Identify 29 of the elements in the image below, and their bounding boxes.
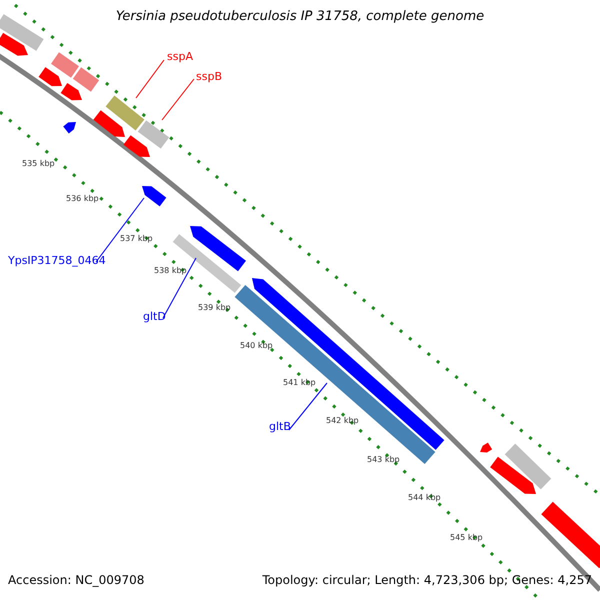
- leader-line: [96, 198, 144, 262]
- leader-line: [288, 382, 328, 430]
- scale-label: 545 kbp: [450, 534, 483, 543]
- scale-label: 538 kbp: [154, 267, 187, 276]
- leader-line: [162, 258, 196, 318]
- gene-name: YpsIP31758_0464: [8, 255, 106, 268]
- scale-label: 536 kbp: [66, 195, 99, 204]
- scale-label: 537 kbp: [120, 235, 153, 244]
- gene-name: gltD: [143, 311, 166, 324]
- scale-label: 535 kbp: [22, 160, 55, 169]
- scale-label: 540 kbp: [240, 342, 273, 351]
- leader-line: [136, 60, 164, 98]
- gene-name: sspB: [196, 71, 222, 84]
- gene-name: sspA: [167, 51, 193, 64]
- scale-label: 541 kbp: [283, 379, 316, 388]
- scale-label: 542 kbp: [326, 417, 359, 426]
- gene-name: gltB: [269, 421, 291, 434]
- gene-feature: [142, 186, 166, 206]
- title: Yersinia pseudotuberculosis IP 31758, complete genome: [114, 10, 486, 24]
- gene-feature: [138, 120, 170, 149]
- scale-label: 539 kbp: [198, 304, 231, 313]
- gene-feature: [172, 234, 242, 293]
- scale-label: 544 kbp: [408, 494, 441, 503]
- accession-text: Accession: NC_009708: [8, 574, 144, 588]
- gene-feature: [234, 285, 436, 464]
- genome-info-text: Topology: circular; Length: 4,723,306 bp; Genes: 4,257: [262, 574, 592, 588]
- scale-label: 543 kbp: [367, 456, 400, 465]
- leader-line: [162, 78, 194, 120]
- gene-feature: [106, 96, 144, 130]
